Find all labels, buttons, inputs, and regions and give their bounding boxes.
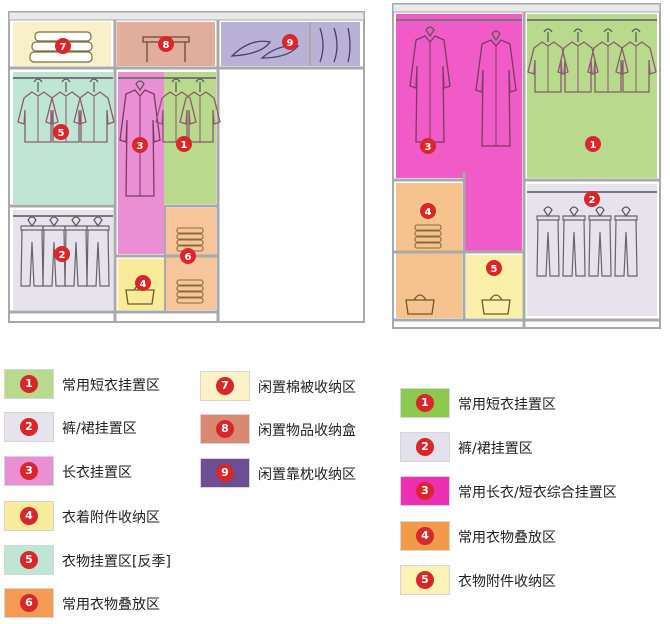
legend-item-right-2: 2 裤/裙挂置区 bbox=[400, 432, 668, 464]
legend-label: 裤/裙挂置区 bbox=[62, 421, 137, 437]
legend-item-middle-7: 7 闲置棉被收纳区 bbox=[200, 371, 390, 403]
legend-badge: 8 bbox=[216, 420, 234, 438]
legend-badge: 4 bbox=[416, 527, 434, 545]
legend-badge: 1 bbox=[416, 394, 434, 412]
legend-badge: 6 bbox=[20, 594, 38, 612]
svg-text:9: 9 bbox=[287, 38, 294, 49]
svg-text:4: 4 bbox=[425, 207, 432, 218]
badge-right-5: 5 bbox=[486, 260, 502, 276]
legend-label: 长衣挂置区 bbox=[62, 465, 132, 481]
legend-item-right-3: 3 常用长衣/短衣综合挂置区 bbox=[400, 476, 668, 508]
wardrobe-diagram: 7 8 9 5 2 3 1 6 4 3 1 2 4 5 bbox=[8, 3, 661, 329]
legend-label: 常用短衣挂置区 bbox=[62, 378, 160, 394]
legend-label: 常用长衣/短衣综合挂置区 bbox=[458, 485, 617, 501]
legend-item-left-2: 2 裤/裙挂置区 bbox=[4, 412, 194, 444]
legend-badge: 1 bbox=[20, 375, 38, 393]
legend-badge: 5 bbox=[416, 571, 434, 589]
badge-9: 9 bbox=[282, 34, 298, 50]
right-wardrobe bbox=[392, 3, 661, 329]
legend-badge: 9 bbox=[216, 464, 234, 482]
svg-text:2: 2 bbox=[59, 250, 66, 261]
svg-text:8: 8 bbox=[163, 40, 170, 51]
legend-badge: 5 bbox=[20, 551, 38, 569]
legend-badge: 4 bbox=[20, 507, 38, 525]
legend-badge: 7 bbox=[216, 377, 234, 395]
legend-item-left-3: 3 长衣挂置区 bbox=[4, 456, 194, 488]
badge-4: 4 bbox=[135, 275, 151, 291]
zone-1-short-coat-left bbox=[164, 72, 216, 204]
legend-swatch: 5 bbox=[4, 545, 54, 575]
legend-badge: 2 bbox=[20, 418, 38, 436]
svg-text:4: 4 bbox=[140, 279, 147, 290]
legend-label: 闲置靠枕收纳区 bbox=[258, 467, 356, 483]
legend-item-right-1: 1 常用短衣挂置区 bbox=[400, 388, 668, 420]
legend-item-left-4: 4 衣着附件收纳区 bbox=[4, 501, 194, 533]
badge-1: 1 bbox=[176, 136, 192, 152]
legend-label: 衣物附件收纳区 bbox=[458, 574, 556, 590]
legend-badge: 3 bbox=[20, 462, 38, 480]
long-coat-icon bbox=[409, 26, 451, 143]
legend-swatch: 2 bbox=[4, 412, 54, 442]
legend-swatch: 8 bbox=[200, 414, 250, 444]
badge-6: 6 bbox=[180, 248, 196, 264]
svg-text:1: 1 bbox=[181, 140, 188, 151]
legend-item-left-1: 1 常用短衣挂置区 bbox=[4, 369, 194, 401]
legend-label: 常用衣物叠放区 bbox=[62, 597, 160, 613]
svg-text:3: 3 bbox=[425, 142, 432, 153]
svg-text:1: 1 bbox=[590, 140, 597, 151]
legend-label: 裤/裙挂置区 bbox=[458, 441, 533, 457]
right-top-beam bbox=[392, 3, 661, 13]
badge-8: 8 bbox=[158, 36, 174, 52]
legend-swatch: 9 bbox=[200, 458, 250, 488]
badge-right-4: 4 bbox=[420, 203, 436, 219]
badge-2: 2 bbox=[54, 246, 70, 262]
legend-item-middle-8: 8 闲置物品收纳盒 bbox=[200, 414, 390, 446]
left-top-beam bbox=[8, 11, 365, 21]
legend-swatch: 7 bbox=[200, 371, 250, 401]
legend-swatch: 1 bbox=[400, 388, 450, 418]
left-wardrobe bbox=[8, 11, 365, 323]
badge-5: 5 bbox=[53, 124, 69, 140]
badge-right-2: 2 bbox=[584, 191, 600, 207]
svg-text:7: 7 bbox=[60, 42, 67, 53]
legend-swatch: 1 bbox=[4, 369, 54, 399]
legend-item-right-5: 5 衣物附件收纳区 bbox=[400, 565, 668, 597]
svg-text:3: 3 bbox=[137, 141, 144, 152]
legend-badge: 2 bbox=[416, 438, 434, 456]
legend-swatch: 3 bbox=[400, 476, 450, 506]
legend-swatch: 2 bbox=[400, 432, 450, 462]
legend-item-middle-9: 9 闲置靠枕收纳区 bbox=[200, 458, 390, 490]
legend-label: 衣着附件收纳区 bbox=[62, 510, 160, 526]
badge-right-3: 3 bbox=[420, 138, 436, 154]
legend-swatch: 3 bbox=[4, 456, 54, 486]
long-coat-icon bbox=[475, 30, 517, 147]
badge-right-1: 1 bbox=[585, 136, 601, 152]
zone-1-short-coat-right bbox=[527, 14, 657, 178]
svg-text:6: 6 bbox=[185, 252, 192, 263]
legend-label: 衣物挂置区[反季] bbox=[62, 554, 171, 570]
svg-text:5: 5 bbox=[58, 128, 65, 139]
legend-item-left-6: 6 常用衣物叠放区 bbox=[4, 588, 194, 620]
legend-badge: 3 bbox=[416, 482, 434, 500]
legend-label: 闲置物品收纳盒 bbox=[258, 423, 356, 439]
svg-text:5: 5 bbox=[491, 264, 498, 275]
legend-swatch: 4 bbox=[4, 501, 54, 531]
legend-label: 常用衣物叠放区 bbox=[458, 530, 556, 546]
zone-3-mixed-hanging-right bbox=[396, 14, 522, 178]
zone-3-mixed-hanging-right-lower bbox=[464, 178, 522, 252]
zone-3-long-coat-left bbox=[118, 72, 164, 254]
legend-item-right-4: 4 常用衣物叠放区 bbox=[400, 521, 668, 553]
legend-swatch: 5 bbox=[400, 565, 450, 595]
legend-label: 闲置棉被收纳区 bbox=[258, 380, 356, 396]
svg-text:2: 2 bbox=[589, 195, 596, 206]
legend-swatch: 6 bbox=[4, 588, 54, 618]
badge-3: 3 bbox=[132, 137, 148, 153]
badge-7: 7 bbox=[55, 38, 71, 54]
legend-swatch: 4 bbox=[400, 521, 450, 551]
legend-label: 常用短衣挂置区 bbox=[458, 397, 556, 413]
legend-item-left-5: 5 衣物挂置区[反季] bbox=[4, 545, 194, 577]
pillow-icon bbox=[230, 27, 351, 63]
